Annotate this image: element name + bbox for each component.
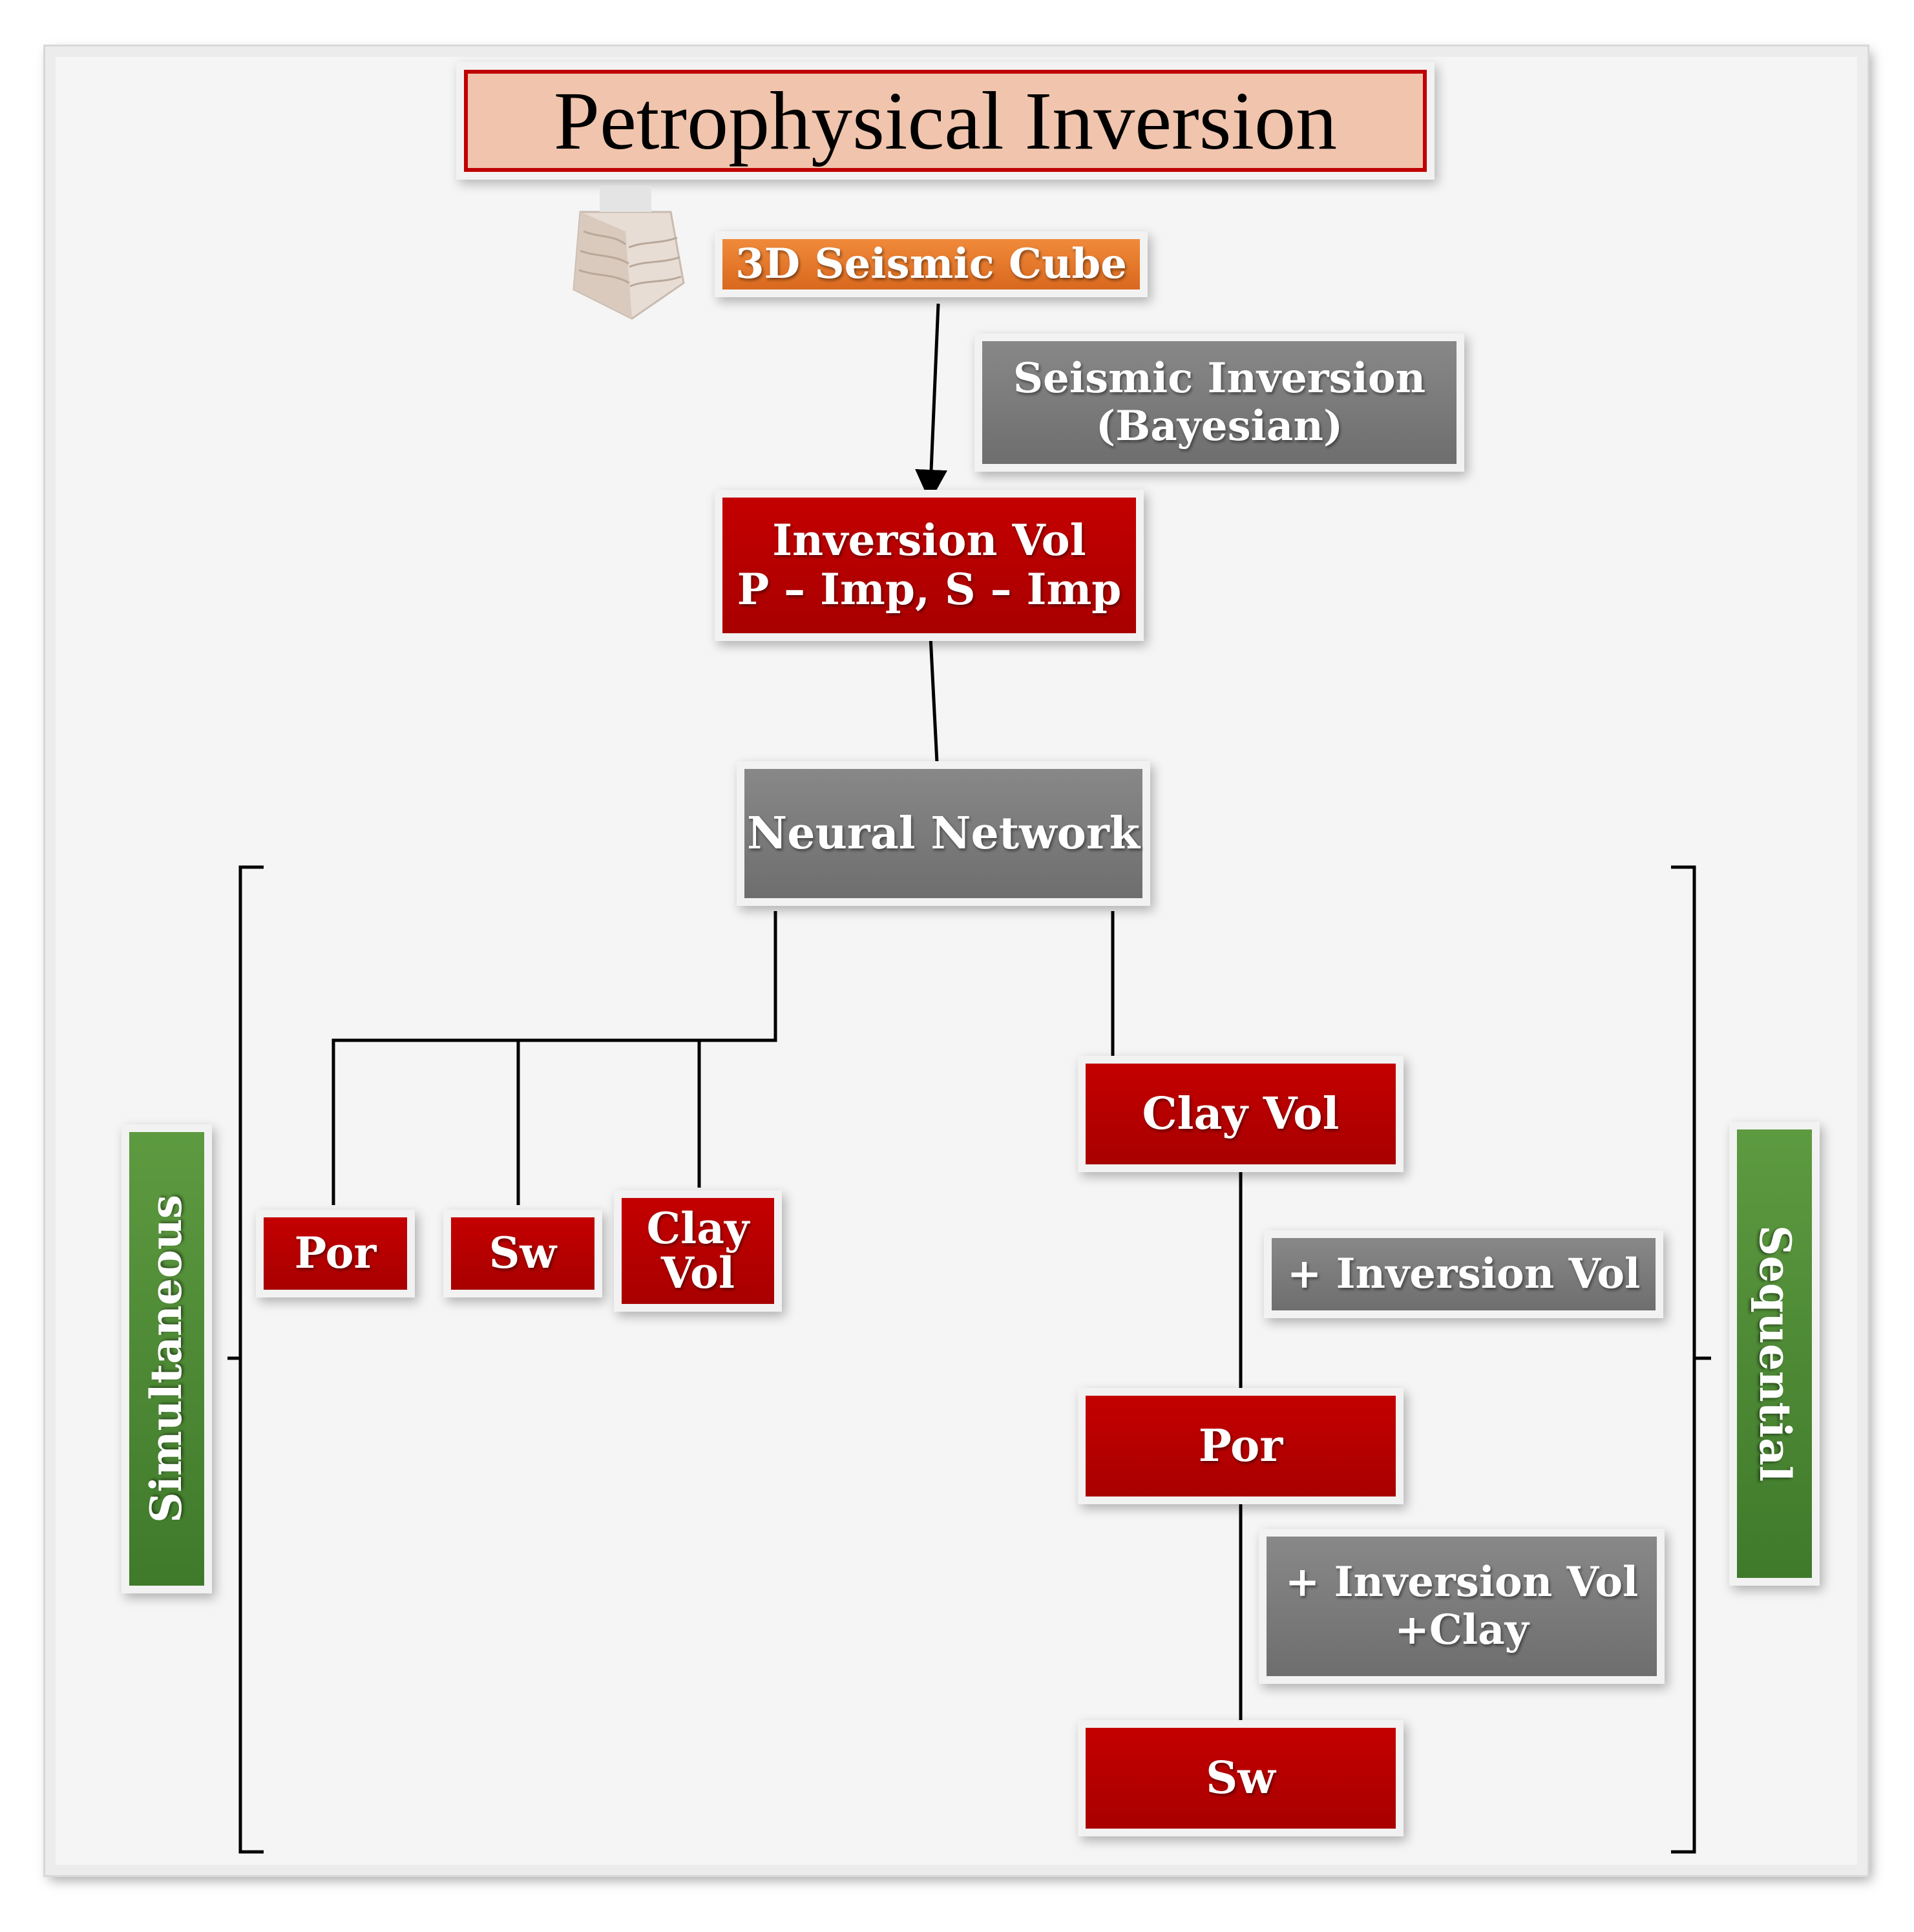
seq-clay-vol-box: Clay Vol	[1086, 1064, 1396, 1164]
sim-clay-vol-line-2: Vol	[660, 1248, 735, 1298]
right-bracket	[1671, 865, 1696, 1854]
seismic-inversion-line-2: (Bayesian)	[1095, 402, 1343, 450]
sim-por-box: Por	[264, 1217, 407, 1290]
sequential-text: Sequential	[1749, 1225, 1800, 1482]
simultaneous-text: Simultaneous	[141, 1194, 192, 1524]
inversion-vol-box: Inversion Vol P – Imp, S – Imp	[722, 498, 1136, 633]
inversion-vol-line-1: Inversion Vol	[772, 515, 1086, 566]
sim-clay-vol-line-1: Clay	[646, 1202, 750, 1254]
seismic-inversion-line-1: Seismic Inversion	[1013, 354, 1426, 403]
neural-network-box: Neural Network	[744, 769, 1142, 898]
seq-plus-inversion-clay-line-1: + Inversion Vol	[1285, 1558, 1639, 1607]
seismic-cube-box: 3D Seismic Cube	[722, 239, 1140, 289]
diagram-frame	[45, 47, 1867, 1875]
page-title: Petrophysical Inversion	[464, 70, 1427, 172]
seismic-inversion-box: Seismic Inversion (Bayesian)	[982, 341, 1457, 464]
seq-por-box: Por	[1086, 1396, 1396, 1496]
seq-plus-inversion-clay-line-2: +Clay	[1394, 1606, 1529, 1654]
seq-plus-inversion-clay-box: + Inversion Vol +Clay	[1267, 1537, 1657, 1676]
line-nn-to-simultaneous	[331, 911, 777, 1205]
seismic-cube-icon	[573, 186, 685, 320]
sim-clay-vol-box: Clay Vol	[622, 1198, 774, 1304]
seq-sw-box: Sw	[1086, 1728, 1396, 1829]
seq-plus-inversion-box: + Inversion Vol	[1272, 1238, 1656, 1310]
arrow-cube-to-inversion	[915, 303, 948, 502]
line-inversion-to-nn	[929, 636, 939, 763]
left-bracket	[238, 865, 264, 1854]
sim-sw-box: Sw	[451, 1217, 594, 1290]
sequential-label: Sequential	[1737, 1129, 1812, 1578]
simultaneous-label: Simultaneous	[129, 1132, 204, 1586]
inversion-vol-line-2: P – Imp, S – Imp	[737, 564, 1122, 614]
